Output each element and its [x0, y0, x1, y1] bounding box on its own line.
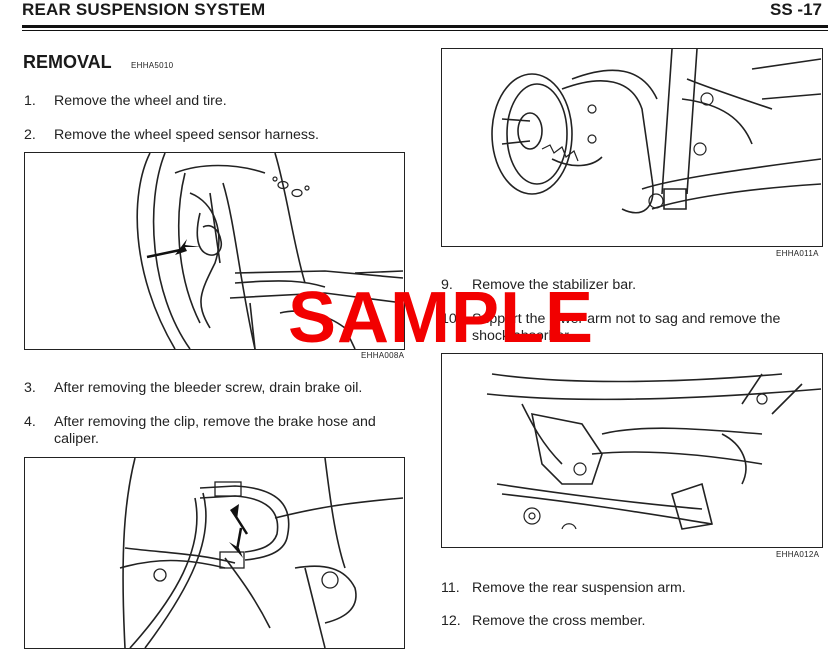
- step-text-continued: shock absorber.: [472, 328, 573, 344]
- step-number: 12.: [441, 613, 461, 629]
- figure-stabilizer-bar: [441, 48, 823, 247]
- step-number: 1.: [24, 93, 36, 109]
- step-2: 2. Remove the wheel speed sensor harness…: [24, 127, 414, 145]
- figure-shock-absorber: [441, 353, 823, 548]
- section-code: EHHA5010: [131, 61, 174, 70]
- header-rule-thick: [22, 25, 828, 28]
- step-number: 10.: [441, 311, 461, 327]
- header-rule-thin: [22, 30, 828, 31]
- page-number: SS -17: [770, 0, 822, 19]
- illustration-shock-absorber: [486, 373, 822, 530]
- step-4: 4. After removing the clip, remove the b…: [24, 414, 414, 450]
- step-text: Remove the cross member.: [472, 613, 646, 629]
- illustration-sensor-harness: [136, 153, 404, 349]
- figure-code: EHHA008A: [361, 351, 405, 360]
- step-text-continued: caliper.: [54, 431, 99, 447]
- step-text: Remove the wheel speed sensor harness.: [54, 127, 319, 143]
- step-12: 12. Remove the cross member.: [441, 613, 826, 631]
- step-text: Remove the stabilizer bar.: [472, 277, 637, 293]
- step-9: 9. Remove the stabilizer bar.: [441, 277, 826, 295]
- figure-wheel-speed-sensor: [24, 152, 405, 350]
- step-number: 3.: [24, 380, 36, 396]
- step-10: 10. Support the lower arm not to sag and…: [441, 311, 826, 347]
- illustration-brake-hose: [119, 458, 404, 648]
- step-text: Support the lower arm not to sag and rem…: [472, 311, 781, 327]
- step-1: 1. Remove the wheel and tire.: [24, 93, 414, 111]
- section-title: REMOVAL: [23, 52, 112, 72]
- illustration-drum-brake: [491, 49, 822, 214]
- step-11: 11. Remove the rear suspension arm.: [441, 580, 826, 598]
- figure-code: EHHA012A: [776, 550, 820, 559]
- step-text: Remove the rear suspension arm.: [472, 580, 686, 596]
- figure-brake-hose: [24, 457, 405, 649]
- page-header-title: REAR SUSPENSION SYSTEM: [22, 0, 266, 19]
- step-number: 11.: [441, 580, 460, 596]
- step-number: 2.: [24, 127, 36, 143]
- step-number: 9.: [441, 277, 453, 293]
- sample-watermark: SAMPLE: [288, 278, 595, 358]
- figure-code: EHHA011A: [776, 249, 819, 258]
- step-number: 4.: [24, 414, 36, 430]
- step-text: After removing the clip, remove the brak…: [54, 414, 376, 430]
- step-3: 3. After removing the bleeder screw, dra…: [24, 380, 414, 398]
- step-text: Remove the wheel and tire.: [54, 93, 227, 109]
- step-text: After removing the bleeder screw, drain …: [54, 380, 363, 396]
